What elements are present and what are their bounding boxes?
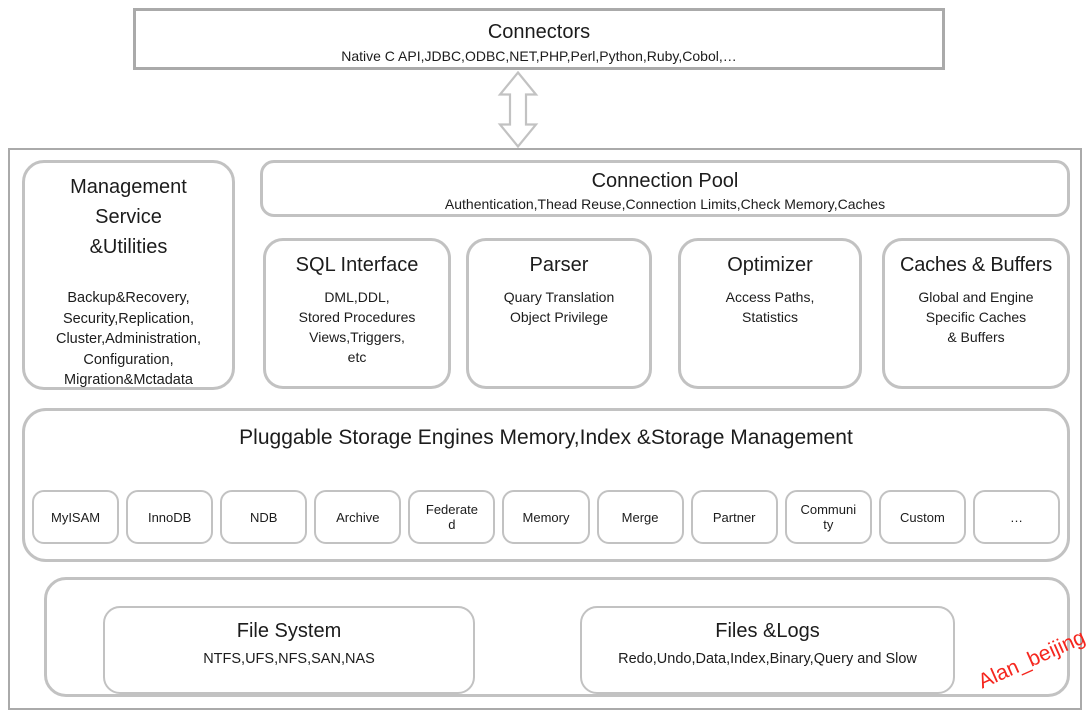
storage-engines-row: MyISAM InnoDB NDB Archive Federated Memo… xyxy=(32,490,1061,544)
file-system-title: File System xyxy=(236,620,342,642)
file-system-box: File System NTFS,UFS,NFS,SAN,NAS xyxy=(103,606,475,694)
connection-pool-box: Connection Pool Authentication,Thead Reu… xyxy=(260,160,1070,217)
engine-ellipsis: … xyxy=(972,490,1061,544)
storage-engines-title: Pluggable Storage Engines Memory,Index &… xyxy=(239,426,853,449)
caches-buffers-box: Caches & Buffers Global and Engine Speci… xyxy=(882,238,1070,389)
connection-pool-title: Connection Pool xyxy=(591,170,739,192)
engine-ndb: NDB xyxy=(220,490,308,544)
sql-interface-title: SQL Interface xyxy=(295,254,419,276)
connectors-title: Connectors xyxy=(487,21,591,43)
caches-buffers-body: Global and Engine Specific Caches & Buff… xyxy=(918,289,1034,345)
files-logs-box: Files &Logs Redo,Undo,Data,Index,Binary,… xyxy=(580,606,955,694)
caches-buffers-title: Caches & Buffers xyxy=(899,254,1053,276)
connection-pool-subtitle: Authentication,Thead Reuse,Connection Li… xyxy=(444,196,886,212)
management-services-box: Management Service &Utilities Backup&Rec… xyxy=(22,160,235,390)
file-layer-box: File System NTFS,UFS,NFS,SAN,NAS Files &… xyxy=(44,577,1070,697)
optimizer-body: Access Paths, Statistics xyxy=(725,289,815,325)
parser-box: Parser Quary Translation Object Privileg… xyxy=(466,238,652,389)
sql-interface-box: SQL Interface DML,DDL, Stored Procedures… xyxy=(263,238,451,389)
storage-engines-box: Pluggable Storage Engines Memory,Index &… xyxy=(22,408,1070,562)
optimizer-title: Optimizer xyxy=(727,254,813,276)
engine-myisam: MyISAM xyxy=(32,490,120,544)
engine-innodb: InnoDB xyxy=(126,490,214,544)
sql-interface-body: DML,DDL, Stored Procedures Views,Trigger… xyxy=(298,289,416,365)
parser-body: Quary Translation Object Privilege xyxy=(503,289,615,325)
engine-archive: Archive xyxy=(314,490,402,544)
file-system-subtitle: NTFS,UFS,NFS,SAN,NAS xyxy=(203,651,375,667)
engine-partner: Partner xyxy=(690,490,778,544)
server-container-box: Management Service &Utilities Backup&Rec… xyxy=(8,148,1089,710)
engine-merge: Merge xyxy=(596,490,684,544)
optimizer-box: Optimizer Access Paths, Statistics xyxy=(678,238,862,389)
files-logs-subtitle: Redo,Undo,Data,Index,Binary,Query and Sl… xyxy=(618,651,917,667)
connectors-subtitle: Native C API,JDBC,ODBC,NET,PHP,Perl,Pyth… xyxy=(341,48,737,64)
engine-community: Community xyxy=(784,490,872,544)
connectors-box: Connectors Native C API,JDBC,ODBC,NET,PH… xyxy=(133,8,945,70)
parser-title: Parser xyxy=(529,254,589,276)
engine-federated: Federated xyxy=(408,490,496,544)
engine-memory: Memory xyxy=(502,490,590,544)
files-logs-title: Files &Logs xyxy=(715,620,820,642)
bidirectional-arrow-icon xyxy=(495,70,541,149)
management-body: Backup&Recovery, Security,Replication, C… xyxy=(55,290,202,388)
engine-custom: Custom xyxy=(878,490,966,544)
management-title: Management Service &Utilities xyxy=(70,176,187,258)
